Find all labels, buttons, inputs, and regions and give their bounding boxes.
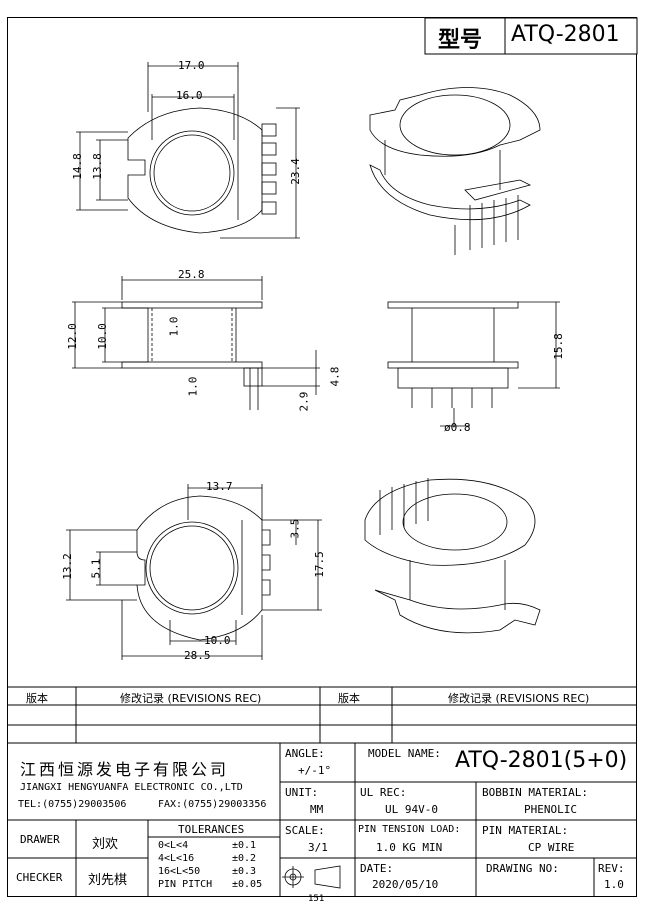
- tol-value-0: ±0.1: [232, 840, 257, 851]
- tol-range-0: 0<L<4: [158, 840, 189, 851]
- tol-value-2: ±0.3: [232, 866, 257, 877]
- drawer-name: 刘欢: [92, 837, 119, 852]
- date-value: 2020/05/10: [372, 878, 439, 891]
- dim-top-right-height: 23.4: [288, 158, 302, 185]
- tol-value-1: ±0.2: [232, 853, 257, 864]
- checker-name: 刘先棋: [88, 873, 128, 888]
- dim-front-wall-top: 1.0: [167, 316, 181, 337]
- model-name-value: ATQ-2801(5+0): [455, 748, 628, 773]
- tol-range-3: PIN PITCH: [158, 879, 213, 890]
- type-label: 型号: [438, 28, 483, 53]
- company-name-en: JIANGXI HENGYUANFA ELECTRONIC CO.,LTD: [20, 782, 243, 793]
- dim-bottom-pin-pitch: 3.5: [288, 518, 302, 539]
- drawer-label: DRAWER: [20, 833, 60, 846]
- dim-top-width-inner: 16.0: [176, 89, 203, 102]
- unit-value: MM: [310, 803, 324, 816]
- tolerances-label: TOLERANCES: [178, 823, 245, 836]
- rev-value: 1.0: [604, 878, 624, 891]
- page-mark: 151: [308, 894, 325, 904]
- dim-bottom-top-width: 13.7: [206, 480, 233, 493]
- dim-bottom-left-inner: 5.1: [89, 558, 103, 579]
- rev-label: REV:: [598, 862, 625, 875]
- ul-label: UL REC:: [360, 786, 407, 799]
- tension-value: 1.0 KG MIN: [376, 841, 443, 854]
- dim-top-width-outer: 17.0: [178, 59, 205, 72]
- dim-front-pin-len: 2.9: [297, 391, 311, 412]
- model-name-label: MODEL NAME:: [368, 747, 441, 760]
- rev-col-version-2: 版本: [338, 692, 360, 705]
- dim-bottom-total-width: 28.5: [184, 649, 211, 662]
- drawing-frame: [7, 17, 637, 897]
- date-label: DATE:: [360, 862, 394, 875]
- dim-bottom-left-outer: 13.2: [60, 553, 74, 580]
- drawing-no-label: DRAWING NO:: [486, 862, 559, 875]
- rev-col-version: 版本: [26, 692, 48, 705]
- dim-front-pin-h: 4.8: [328, 366, 342, 387]
- tol-range-1: 4<L<16: [158, 853, 195, 864]
- dim-side-height: 15.8: [551, 333, 565, 360]
- ul-value: UL 94V-0: [385, 803, 438, 816]
- dim-bottom-right-height: 17.5: [312, 551, 326, 578]
- dim-front-left-inner: 10.0: [95, 323, 109, 350]
- dim-front-wall-bottom: 1.0: [186, 376, 200, 397]
- bobbin-value: PHENOLIC: [524, 803, 577, 816]
- tension-label: PIN TENSION LOAD:: [358, 824, 461, 835]
- projection-symbol-icon: [282, 865, 341, 889]
- dim-front-left-outer: 12.0: [65, 323, 79, 350]
- company-fax: FAX:(0755)29003356: [158, 799, 267, 810]
- dim-bottom-slot-width: 10.0: [204, 634, 231, 647]
- bobbin-label: BOBBIN MATERIAL:: [482, 786, 588, 799]
- scale-value: 3/1: [308, 841, 328, 854]
- rev-col-record: 修改记录 (REVISIONS REC): [120, 692, 262, 705]
- dim-top-left-inner: 13.8: [90, 153, 104, 180]
- checker-label: CHECKER: [16, 871, 63, 884]
- tol-value-3: ±0.05: [232, 879, 263, 890]
- rev-col-record-2: 修改记录 (REVISIONS REC): [448, 692, 590, 705]
- dim-side-pin-dia: ø0.8: [444, 421, 471, 434]
- angle-label: ANGLE:: [285, 747, 325, 760]
- tol-range-2: 16<L<50: [158, 866, 201, 877]
- company-name-cn: 江西恒源发电子有限公司: [20, 760, 230, 779]
- company-tel: TEL:(0755)29003506: [18, 799, 127, 810]
- dim-front-width: 25.8: [178, 268, 205, 281]
- header-model: ATQ-2801: [511, 22, 620, 47]
- dim-top-left-outer: 14.8: [70, 153, 84, 180]
- angle-value: +/-1°: [298, 764, 332, 777]
- unit-label: UNIT:: [285, 786, 319, 799]
- pin-material-label: PIN MATERIAL:: [482, 824, 569, 837]
- pin-material-value: CP WIRE: [528, 841, 575, 854]
- scale-label: SCALE:: [285, 824, 325, 837]
